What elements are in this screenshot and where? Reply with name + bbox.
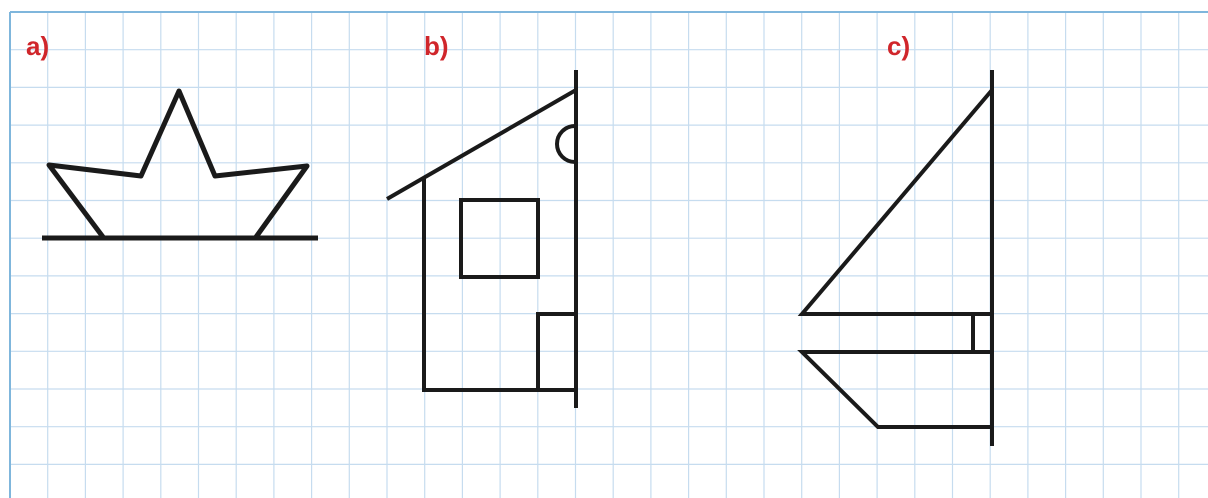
grid-lines	[10, 12, 1208, 498]
label-c: c)	[887, 31, 910, 61]
house-door	[538, 314, 576, 390]
figure-a-boat	[42, 91, 318, 238]
figure-b-house	[387, 70, 576, 408]
boat-outline	[49, 91, 307, 237]
sailboat-sail	[802, 90, 992, 314]
house-roof	[387, 90, 576, 199]
house-round-window	[557, 126, 575, 162]
label-b: b)	[424, 31, 449, 61]
label-a: a)	[26, 31, 49, 61]
